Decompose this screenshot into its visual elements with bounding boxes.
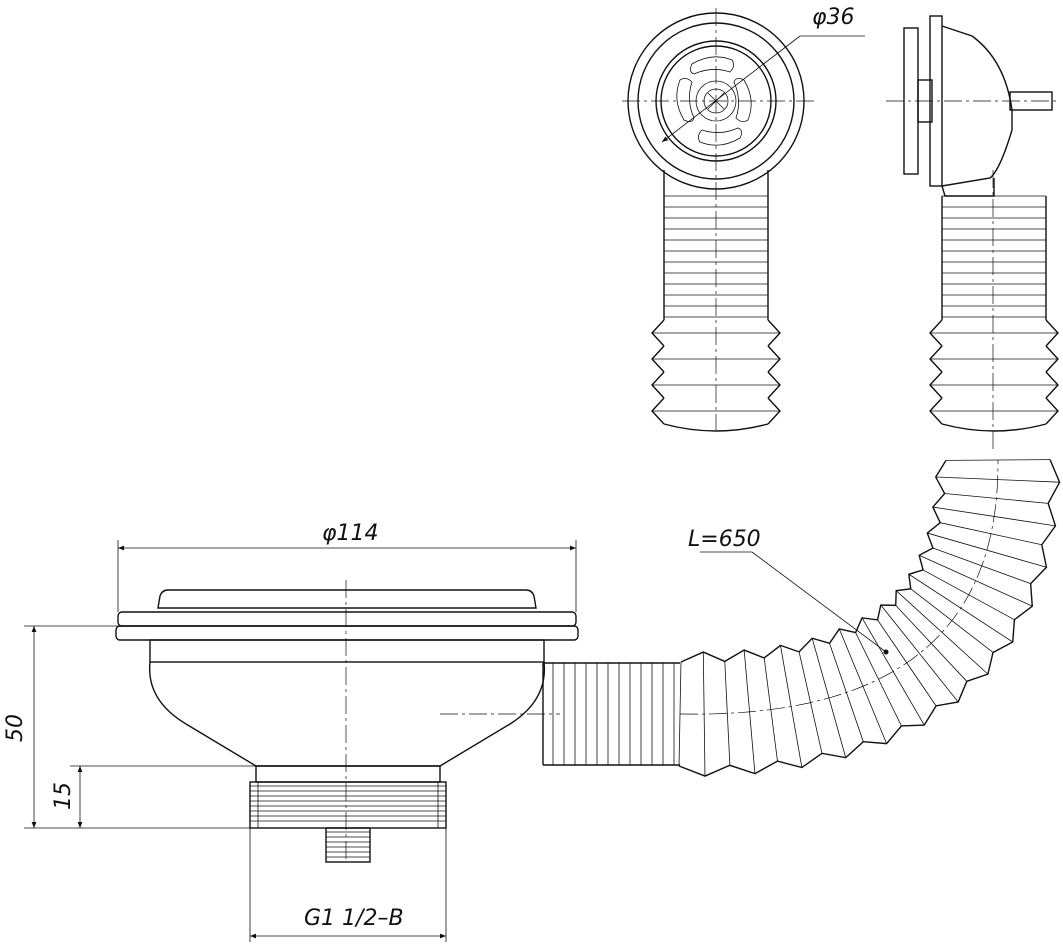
thread-size-label: G1 1/2–B (304, 906, 404, 931)
strainer-diameter-label: φ114 (322, 521, 379, 546)
dimension-lines: φ114 50 15 G1 1/2–B (3, 521, 577, 942)
overflow-hose-front (651, 195, 781, 432)
hose-length-label: L=650 (688, 527, 761, 552)
outlet-diameter-label: φ36 (812, 5, 855, 30)
corrugated-hose (678, 459, 1061, 777)
horizontal-hose-section (542, 662, 680, 766)
overflow-side-view (886, 15, 1060, 450)
overflow-hose-side (929, 195, 1059, 432)
height-total-label: 50 (3, 714, 28, 742)
height-thread-label: 15 (51, 782, 76, 810)
strainer-body (115, 580, 579, 863)
overflow-front-view: φ36 (622, 5, 865, 432)
